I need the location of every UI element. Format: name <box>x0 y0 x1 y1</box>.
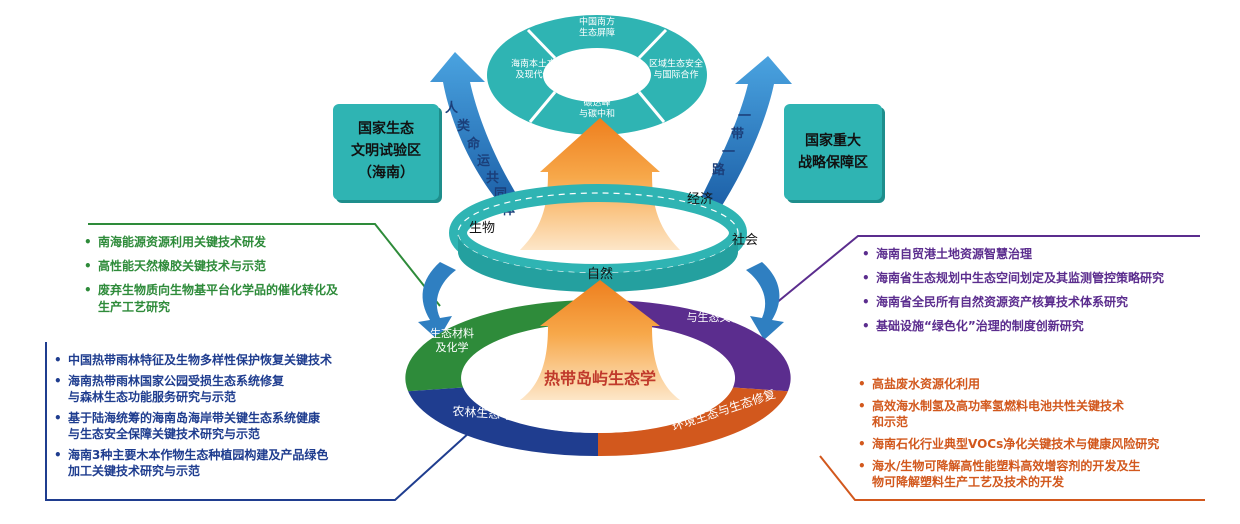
left-curved-arrow: 人类命运共同体 <box>430 52 520 218</box>
segment-orange <box>598 387 788 457</box>
left-box: 国家生态 文明试验区 （海南） <box>333 104 439 200</box>
purple-list: 海南自贸港土地资源智慧治理 海南省生态规划中生态空间划定及其监测管控策略研究 海… <box>860 246 1230 342</box>
right-curved-arrow: 一带一路 <box>700 56 792 212</box>
segment-label-green: 生态材料及化学 <box>430 326 474 354</box>
list-item: 海南自贸港土地资源智慧治理 <box>860 246 1230 263</box>
ring-label-nature: 自然 <box>587 266 613 282</box>
list-item: 南海能源资源利用关键技术研发 <box>82 234 402 251</box>
ring-label-society: 社会 <box>732 232 758 248</box>
right-arrow-label: 一带一路 <box>712 109 751 178</box>
right-box: 国家重大 战略保障区 <box>784 104 882 200</box>
list-item: 海南石化行业典型VOCs净化关键技术与健康风险研究 <box>856 436 1226 452</box>
list-item: 海南热带雨林国家公园受损生态系统修复 与森林生态功能服务研究与示范 <box>52 373 412 405</box>
list-item: 废弃生物质向生物基平台化学品的催化转化及 生产工艺研究 <box>82 282 402 316</box>
ring-label-economy: 经济 <box>687 192 713 207</box>
upper-flame-arrow <box>520 118 680 250</box>
orange-connector <box>819 455 1205 501</box>
lower-flame-arrow <box>520 280 680 400</box>
list-item: 基于陆海统筹的海南岛海岸带关键生态系统健康 与生态安全保障关键技术研究与示范 <box>52 410 412 442</box>
middle-ring: 生物 经济 社会 自然 <box>449 184 758 292</box>
left-box-label: 国家生态 文明试验区 （海南） <box>351 121 421 181</box>
ring-label-east: 区域生态安全与国际合作 <box>649 57 703 80</box>
list-item: 海南省生态规划中生态空间划定及其监测管控策略研究 <box>860 270 1230 287</box>
segment-blue <box>408 387 598 457</box>
list-item: 中国热带雨林特征及生物多样性保护恢复关键技术 <box>52 352 412 368</box>
purple-connector <box>774 235 1200 305</box>
right-box-label: 国家重大 战略保障区 <box>798 133 868 171</box>
ring-label-west: 海南本土文化及现代传承 <box>511 57 565 80</box>
ring-label-north: 中国南方生态屏障 <box>579 15 615 38</box>
list-item: 海南3种主要木本作物生态种植园构建及产品绿色 加工关键技术研究与示范 <box>52 447 412 479</box>
blue-list: 中国热带雨林特征及生物多样性保护恢复关键技术 海南热带雨林国家公园受损生态系统修… <box>52 352 412 484</box>
lower-blue-arrows <box>418 262 784 340</box>
list-item: 高效海水制氢及高功率氢燃料电池共性关键技术 和示范 <box>856 398 1226 430</box>
list-item: 高性能天然橡胶关键技术与示范 <box>82 258 402 275</box>
ring-label-biology: 生物 <box>469 221 495 236</box>
segment-label-purple: 生态规划与生态文化 <box>687 296 742 324</box>
ring-label-south: 碳达峰与碳中和 <box>579 96 615 119</box>
list-item: 高盐废水资源化利用 <box>856 376 1226 392</box>
list-item: 海南省全民所有自然资源资产核算技术体系研究 <box>860 294 1230 311</box>
list-item: 基础设施“绿色化”治理的制度创新研究 <box>860 318 1230 335</box>
center-title: 热带岛屿生态学 <box>544 369 656 388</box>
orange-list: 高盐废水资源化利用 高效海水制氢及高功率氢燃料电池共性关键技术 和示范 海南石化… <box>856 376 1226 496</box>
blue-connector <box>45 342 471 501</box>
list-item: 海水/生物可降解高性能塑料高效增容剂的开发及生 物可降解塑料生产工艺及技术的开发 <box>856 458 1226 490</box>
green-connector <box>88 223 441 307</box>
top-ring: 中国南方生态屏障 海南本土文化及现代传承 区域生态安全与国际合作 碳达峰与碳中和 <box>487 15 707 135</box>
bottom-ring: 热带岛屿生态学 生态材料及化学 生态规划与生态文化 农林生态与生物多样性保育 环… <box>405 280 791 457</box>
green-list: 南海能源资源利用关键技术研发 高性能天然橡胶关键技术与示范 废弃生物质向生物基平… <box>82 234 402 323</box>
